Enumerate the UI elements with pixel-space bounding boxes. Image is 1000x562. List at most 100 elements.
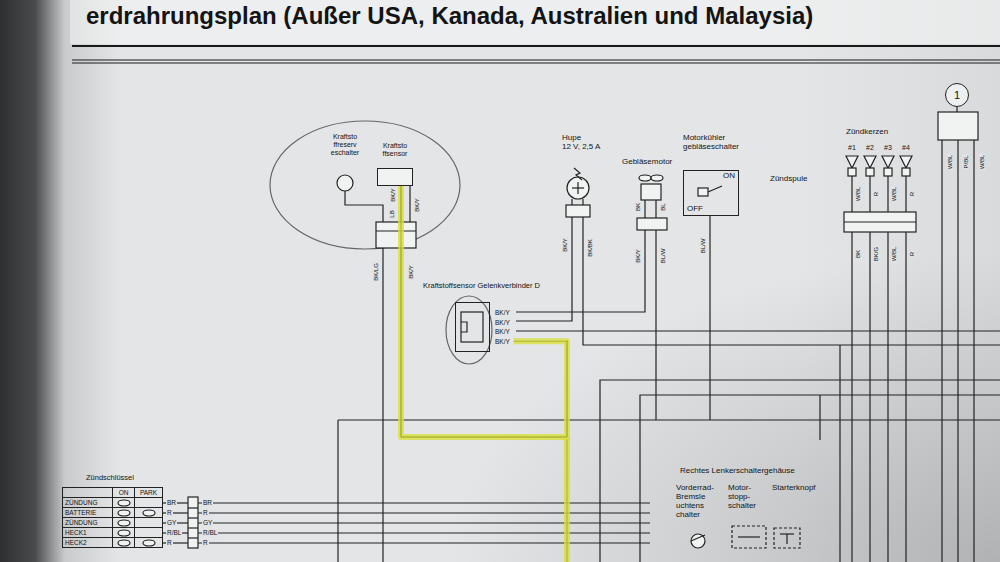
- wire-part: [887, 176, 888, 212]
- wire-color-code: BK/BK: [587, 238, 593, 258]
- switch-state: OFF: [687, 205, 703, 214]
- wire-color-code: W/BL: [891, 186, 897, 203]
- fuel-reserve-switch: Kraftsto ffreserv eschalter: [322, 133, 368, 156]
- callout-number: 1: [954, 89, 960, 101]
- label-anchor: LB: [389, 209, 395, 218]
- component-symbol-part: [708, 186, 722, 192]
- wire-part: [905, 232, 906, 562]
- wire-part: [851, 176, 852, 212]
- highlighted-wire: [401, 186, 567, 437]
- wire-part: [887, 232, 888, 562]
- ignition-switch-table: ZündschlüsselONPARKZÜNDUNGBATTERIEZÜNDUN…: [62, 487, 163, 548]
- label-anchor: R: [909, 251, 915, 257]
- wire-color-code: BK/Y: [408, 264, 414, 280]
- wire-part: [644, 200, 645, 218]
- component-label: Hupe: [562, 134, 600, 143]
- wire-color-code: R: [202, 510, 209, 517]
- wire-color-code: W/BL: [891, 246, 897, 263]
- component-symbol-part: [866, 168, 874, 176]
- wire-part: [869, 232, 870, 562]
- component-symbol-part: [376, 230, 416, 231]
- wire-part: [198, 542, 650, 543]
- label-anchor: GY: [202, 520, 213, 527]
- table-cell: [135, 518, 163, 528]
- component-symbol-part: [786, 534, 787, 544]
- wire-part: [338, 419, 1000, 420]
- component-label: Kraftsto ffsensor: [376, 142, 414, 158]
- wire-color-code: BK/Y: [635, 248, 641, 264]
- wire-part: [869, 176, 870, 212]
- joint-connector: Kraftstoffsensor Gelenkverbinder DBK/YBK…: [455, 302, 514, 352]
- part-label: #1: [848, 144, 856, 151]
- table-cell: ON: [113, 488, 135, 498]
- part-label: #3: [884, 144, 892, 151]
- label-anchor: BK: [855, 249, 861, 259]
- wire-part: [941, 140, 942, 562]
- wire-core: [401, 186, 567, 437]
- wire-part: [198, 512, 650, 513]
- label-anchor: BK/BK: [587, 238, 593, 258]
- highlight-marker-part: [564, 437, 570, 562]
- table-text: HECK2: [65, 538, 110, 547]
- wire-part: [655, 230, 656, 420]
- connector-body: [455, 302, 490, 352]
- table-cell: [113, 508, 135, 518]
- component-symbol-part: [698, 188, 708, 196]
- table-cell: [135, 508, 163, 518]
- label-anchor: BR: [166, 500, 177, 507]
- pin-name: BK/Y: [495, 308, 510, 318]
- pencil-circle-part: [270, 121, 460, 249]
- table-cell: HECK2: [63, 538, 113, 548]
- wire-part: [345, 191, 383, 222]
- wire-part: [409, 186, 410, 222]
- component-symbol-part: [864, 156, 876, 168]
- wire-part: [582, 199, 583, 205]
- table-cell: ZÜNDUNG: [63, 518, 113, 528]
- label-anchor: BK/Y: [562, 237, 568, 253]
- component-symbol-part: [848, 168, 856, 176]
- label-anchor: BL/W: [700, 238, 706, 255]
- wire-part: [382, 248, 383, 562]
- component-symbol-part: [738, 536, 760, 537]
- wire-part: [640, 395, 1000, 562]
- callout-number: 1: [945, 83, 969, 107]
- component-label: Starterknopf: [772, 484, 816, 493]
- component-symbol-part: [637, 218, 667, 230]
- wire-part: [905, 176, 906, 212]
- wire-color-code: W/BL: [979, 154, 985, 171]
- label-anchor: BR: [202, 500, 213, 507]
- wire-color-code: BL/W: [660, 248, 666, 265]
- wire-color-code: BK/G: [873, 246, 879, 262]
- component-symbol-part: [118, 500, 130, 506]
- blower-motor: Gebläsemotor: [622, 158, 672, 167]
- wire-color-code: BK/LG: [373, 262, 379, 282]
- component-symbol-part: [376, 222, 416, 248]
- component-symbol-part: [188, 527, 198, 528]
- component-label: Motorkühler gebläseschalter: [683, 134, 753, 152]
- component-symbol-part: [846, 156, 858, 168]
- part-label: #4: [902, 144, 910, 151]
- table-cell: [63, 488, 113, 498]
- component-label: Kraftsto ffreserv eschalter: [322, 133, 368, 156]
- component-symbol-part: [844, 212, 916, 232]
- wire-color-code: BK: [855, 249, 861, 259]
- pencil-circle-part: [446, 296, 492, 364]
- component-label: Kraftstoffsensor Gelenkverbinder D: [423, 282, 540, 290]
- component-symbol-part: [487, 309, 488, 310]
- wire-part: [337, 420, 338, 562]
- pin-name: BK/Y: [495, 318, 510, 328]
- pin-name: BK/Y: [495, 337, 510, 347]
- title-rules: [72, 46, 1000, 63]
- wire-part: [957, 140, 958, 562]
- component-symbol-part: [651, 175, 663, 181]
- label-anchor: R: [202, 540, 209, 547]
- label-anchor: BK/Y: [414, 197, 420, 213]
- component-symbol-part: [641, 184, 661, 200]
- label-anchor: #4: [902, 144, 910, 151]
- wire-color-code: R/BL: [166, 530, 182, 537]
- wire-color-code: BL/W: [700, 238, 706, 255]
- label-anchor: #3: [884, 144, 892, 151]
